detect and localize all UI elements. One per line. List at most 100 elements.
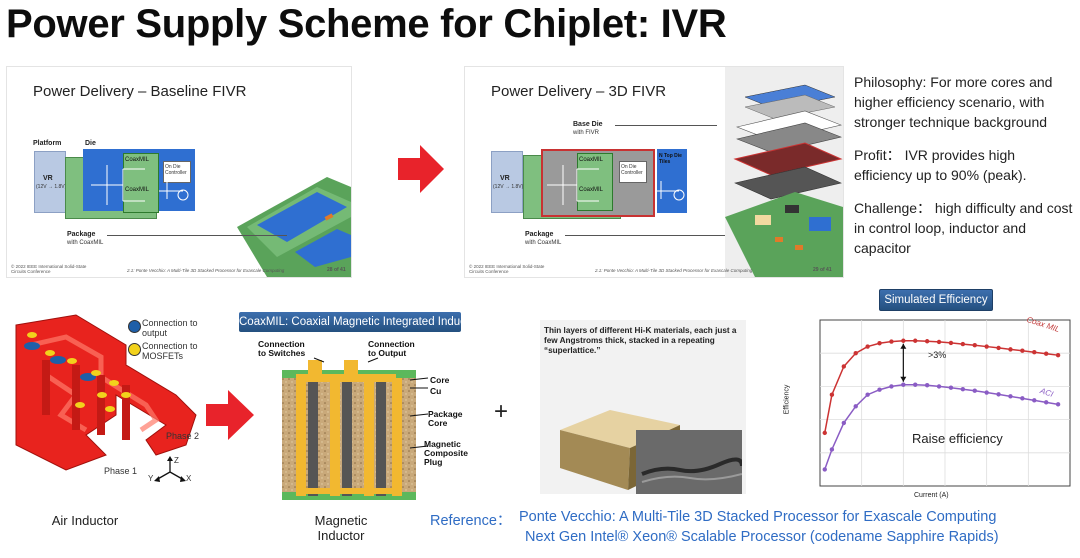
data-point-coax-mil: [889, 339, 894, 344]
data-point-coax-mil: [984, 344, 989, 349]
package-sub-label-2: with CoaxMIL: [525, 240, 562, 246]
page-title: Power Supply Scheme for Chiplet: IVR: [6, 2, 727, 46]
data-point-aci: [822, 467, 827, 472]
coaxmil-banner: CoaxMIL: Coaxial Magnetic Integrated Ind…: [239, 312, 479, 332]
data-point-aci: [1020, 396, 1025, 401]
slide1-page-number: 28 of 41: [327, 267, 346, 273]
data-point-aci: [1032, 398, 1037, 403]
reference-line1: Ponte Vecchio: A Multi-Tile 3D Stacked P…: [519, 509, 997, 525]
data-point-coax-mil: [1020, 348, 1025, 353]
slide2-footer-mid: 2.1: Ponte Vecchio: A Multi-Tile 3D Stac…: [595, 268, 753, 273]
efficiency-x-label: Current (A): [914, 492, 949, 499]
coaxmil-b-label-2: CoaxMIL: [579, 187, 604, 193]
cu-label: Cu: [430, 386, 442, 396]
slide2-page-number: 29 of 41: [813, 267, 832, 273]
slide2-footer-left: © 2022 IEEE International Solid-State Ci…: [469, 264, 545, 274]
data-point-aci: [913, 382, 918, 387]
data-point-aci: [889, 384, 894, 389]
data-point-coax-mil: [1043, 351, 1049, 356]
data-point-aci: [1043, 400, 1049, 405]
data-point-coax-mil: [924, 339, 930, 344]
efficiency-chart: [819, 319, 1071, 487]
circuit-lines-2: [547, 165, 685, 205]
efficiency-delta-label: >3%: [928, 350, 947, 360]
package-label: Package: [67, 231, 96, 238]
axes-icon: [154, 456, 186, 482]
data-point-aci: [996, 392, 1001, 397]
reference-label: Reference：: [430, 513, 512, 529]
data-point-aci: [972, 388, 977, 393]
top-die-block: [657, 149, 687, 213]
3d-fivr-slide: Power Delivery – 3D FIVR Base Die with F…: [464, 66, 844, 278]
data-point-aci: [936, 384, 942, 389]
profit-text: Profit： IVR provides high efficiency up …: [854, 147, 1027, 183]
hik-panel: Thin layers of different Hi-K materials,…: [540, 320, 746, 494]
data-point-coax-mil: [1032, 350, 1037, 355]
package-label-2: Package: [525, 231, 554, 238]
data-point-coax-mil: [822, 430, 827, 436]
right-arrow-icon: [398, 145, 444, 193]
data-point-coax-mil: [913, 338, 918, 343]
data-point-aci: [924, 383, 930, 388]
coaxmil-b-label: CoaxMIL: [125, 187, 150, 193]
data-point-coax-mil: [853, 351, 858, 356]
die-label: Die: [85, 140, 96, 147]
plus-sign: +: [494, 398, 509, 425]
package-3d-graphic: [237, 177, 351, 277]
legend-mosfet-label: Connection to MOSFETs: [142, 341, 198, 361]
hik-description: Thin layers of different Hi-K materials,…: [544, 326, 737, 355]
efficiency-y-label: Efficiency: [783, 384, 791, 415]
data-point-coax-mil: [960, 341, 966, 347]
base-die-sub-label: with FIVR: [573, 130, 600, 136]
slide1-footer-mid: 2.1: Ponte Vecchio: A Multi-Tile 3D Stac…: [127, 268, 285, 273]
data-point-aci: [865, 392, 870, 397]
package-leader-line-2: [565, 235, 725, 236]
air-inductor-graphic: [15, 314, 197, 471]
controller-block: [163, 161, 191, 183]
composite-plug-label: Magnetic Composite Plug: [424, 439, 468, 467]
magnetic-inductor-caption: Magnetic Inductor: [314, 513, 368, 543]
conn-switches-label: Connection to Switches: [258, 339, 306, 358]
controller-label: On Die Controller: [165, 164, 187, 176]
coaxmil-a-label: CoaxMIL: [125, 157, 150, 163]
data-point-coax-mil: [841, 364, 847, 369]
reference-line2: Next Gen Intel® Xeon® Scalable Processor…: [525, 529, 999, 545]
data-point-coax-mil: [948, 340, 954, 346]
philosophy-text: Philosophy: For more cores and higher ef…: [854, 74, 1053, 130]
base-die-label: Base Die: [573, 121, 603, 128]
data-point-coax-mil: [936, 339, 942, 345]
baseline-fivr-slide: Power Delivery – Baseline FIVR Platform …: [6, 66, 352, 278]
efficiency-note: Raise efficiency: [912, 431, 1003, 446]
magnetic-inductor-graphic: [282, 360, 416, 500]
axis-y-label: Y: [148, 474, 154, 483]
hik-block-graphic: [560, 410, 742, 494]
axis-x-label: X: [186, 474, 192, 483]
package-sub-label: with CoaxMIL: [67, 240, 104, 246]
vr-block-2: [491, 151, 523, 213]
right-arrow-icon-2: [206, 390, 254, 440]
coaxmil-block: [123, 153, 159, 213]
legend-output-label: Connection to output: [142, 318, 198, 338]
axis-z-label: Z: [174, 456, 179, 465]
package-leader-line: [107, 235, 287, 236]
data-point-coax-mil: [996, 345, 1001, 351]
vr-range-2: (12V → 1.8V): [493, 184, 524, 190]
vr-label: VR: [43, 175, 53, 182]
circuit-lines: [91, 165, 189, 205]
data-point-aci: [853, 404, 858, 409]
vr-label-2: VR: [500, 175, 510, 182]
baseline-fivr-title: Power Delivery – Baseline FIVR: [33, 83, 247, 100]
delta-arrow-head-down: [900, 376, 907, 382]
side-notes: Philosophy: For more cores and higher ef…: [854, 72, 1074, 271]
data-point-coax-mil: [901, 338, 906, 343]
data-point-coax-mil: [1008, 347, 1013, 352]
coaxmil-a-label-2: CoaxMIL: [579, 157, 604, 163]
vr-range: (12V → 1.8V): [36, 184, 67, 190]
controller-block-2: [619, 161, 647, 183]
challenge-text: Challenge： high difficulty and cost in c…: [854, 200, 1073, 256]
efficiency-banner: Simulated Efficiency: [879, 289, 993, 311]
controller-label-2: On Die Controller: [621, 164, 643, 176]
magnetic-leader-lines: [313, 357, 429, 449]
data-point-coax-mil: [829, 392, 835, 397]
data-point-coax-mil: [877, 341, 882, 346]
